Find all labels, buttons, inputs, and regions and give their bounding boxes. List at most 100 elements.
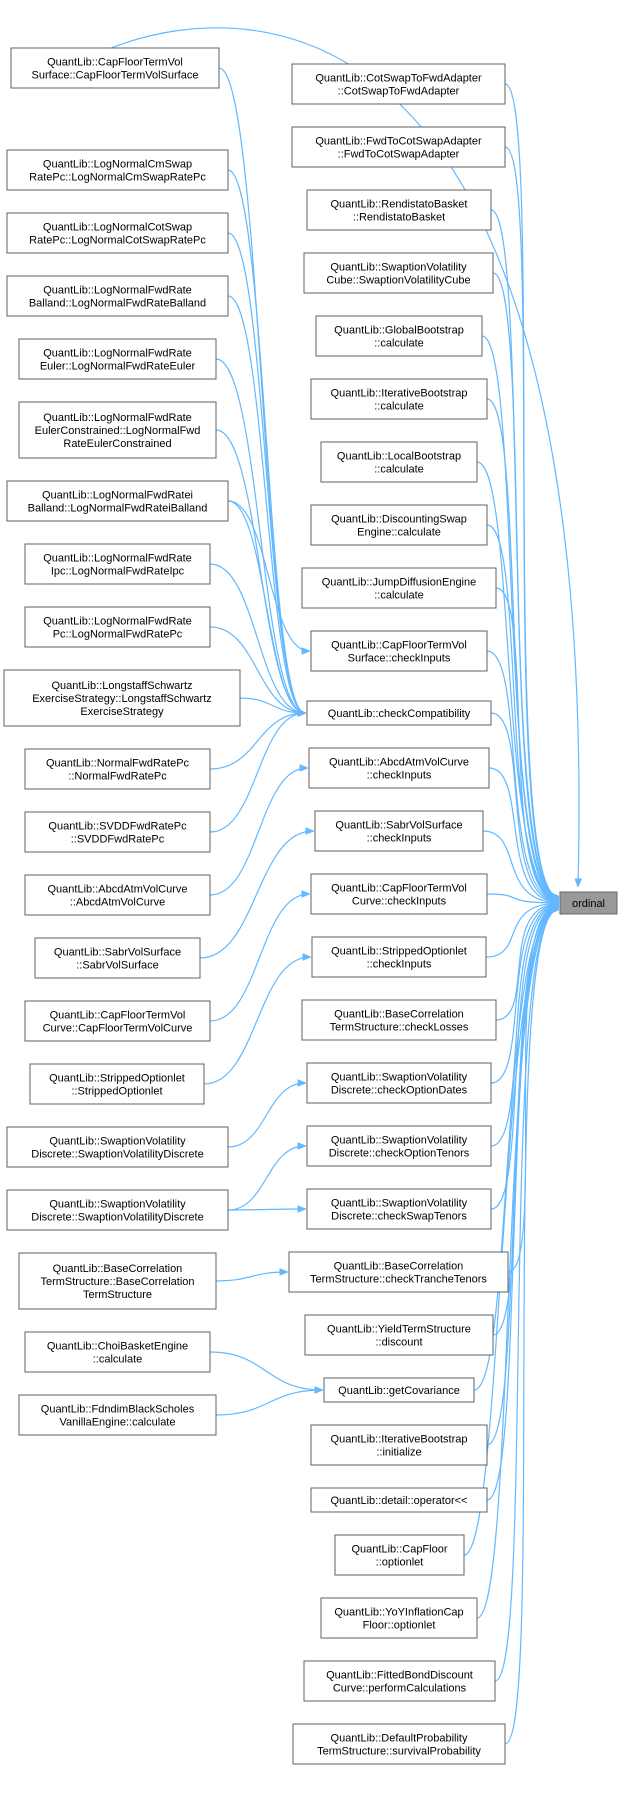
node-iterboot_init[interactable]: QuantLib::IterativeBootstrap::initialize — [310, 1424, 488, 1466]
node-bcts_losses[interactable]: QuantLib::BaseCorrelationTermStructure::… — [301, 999, 497, 1041]
node-svd_optdates[interactable]: QuantLib::SwaptionVolatilityDiscrete::ch… — [306, 1062, 492, 1104]
node-lnfwd_iballand[interactable]: QuantLib::LogNormalFwdRateiBalland::LogN… — [6, 480, 229, 522]
node-box — [34, 937, 201, 979]
node-label-line: Discrete::checkOptionDates — [331, 1085, 468, 1097]
node-label-line: RatePc::LogNormalCotSwapRatePc — [29, 235, 206, 247]
node-label-line: QuantLib::StrippedOptionlet — [331, 946, 467, 958]
node-label-line: Curve::CapFloorTermVolCurve — [43, 1023, 193, 1035]
node-stripped_ctor[interactable]: QuantLib::StrippedOptionlet::StrippedOpt… — [29, 1063, 205, 1105]
node-box — [310, 1424, 488, 1466]
node-label-line: Curve::checkInputs — [352, 896, 447, 908]
node-abcd_ctor[interactable]: QuantLib::AbcdAtmVolCurve::AbcdAtmVolCur… — [24, 874, 211, 916]
node-label-line: ::calculate — [374, 401, 424, 413]
node-abcd_check[interactable]: QuantLib::AbcdAtmVolCurve::checkInputs — [308, 747, 490, 789]
node-svd_ctor2[interactable]: QuantLib::SwaptionVolatilityDiscrete::Sw… — [6, 1189, 229, 1231]
node-cfcurve_check[interactable]: QuantLib::CapFloorTermVolCurve::checkInp… — [310, 873, 488, 915]
node-box — [24, 606, 211, 648]
edge-bcts_losses-to-ordinal — [495, 904, 558, 1021]
node-cf_surface_ctor[interactable]: QuantLib::CapFloorTermVolSurface::CapFlo… — [10, 47, 220, 89]
node-svd_opttenors[interactable]: QuantLib::SwaptionVolatilityDiscrete::ch… — [306, 1125, 492, 1167]
node-stripped_check[interactable]: QuantLib::StrippedOptionlet::checkInputs — [311, 936, 487, 978]
node-defprob[interactable]: QuantLib::DefaultProbabilityTermStructur… — [292, 1723, 506, 1765]
node-label-line: QuantLib::LocalBootstrap — [337, 451, 461, 463]
node-cotswap[interactable]: QuantLib::CotSwapToFwdAdapter::CotSwapTo… — [291, 63, 506, 105]
node-lncm[interactable]: QuantLib::LogNormalCmSwapRatePc::LogNorm… — [6, 149, 229, 191]
node-box — [6, 275, 229, 317]
edge-sabr_ctor-to-sabr_check — [199, 831, 313, 959]
edge-lncot-to-checkcompat — [227, 232, 305, 713]
node-lnfwd_balland[interactable]: QuantLib::LogNormalFwdRateBalland::LogNo… — [6, 275, 229, 317]
node-svd_ctor1[interactable]: QuantLib::SwaptionVolatilityDiscrete::Sw… — [6, 1126, 229, 1168]
node-jumpdiff[interactable]: QuantLib::JumpDiffusionEngine::calculate — [301, 567, 497, 609]
node-label-line: ordinal — [572, 898, 605, 910]
node-label-line: ExerciseStrategy::LongstaffSchwartz — [32, 693, 212, 705]
node-lnfwd_euler_c[interactable]: QuantLib::LogNormalFwdRateEulerConstrain… — [18, 401, 217, 459]
node-lnfwd_euler[interactable]: QuantLib::LogNormalFwdRateEuler::LogNorm… — [18, 338, 217, 380]
node-label-line: VanillaEngine::calculate — [60, 1417, 176, 1429]
node-box — [320, 441, 478, 483]
node-label-line: ::AbcdAtmVolCurve — [70, 897, 165, 909]
node-longstaff[interactable]: QuantLib::LongstaffSchwartzExerciseStrat… — [3, 669, 241, 727]
node-box — [24, 874, 211, 916]
node-cfcurve_ctor[interactable]: QuantLib::CapFloorTermVolCurve::CapFloor… — [24, 1000, 211, 1042]
node-label-line: QuantLib::LogNormalCmSwap — [43, 159, 192, 171]
node-bcts_ctor[interactable]: QuantLib::BaseCorrelationTermStructure::… — [18, 1252, 217, 1310]
edge-capfloor_optionlet-to-ordinal — [463, 908, 558, 1556]
node-label-line: QuantLib::LogNormalFwdRate — [43, 412, 192, 424]
edge-iterboot-to-ordinal — [486, 398, 558, 899]
node-swcube[interactable]: QuantLib::SwaptionVolatilityCube::Swapti… — [303, 252, 494, 294]
node-discswap[interactable]: QuantLib::DiscountingSwapEngine::calcula… — [310, 504, 488, 546]
edge-svd_ctor2-to-svd_swaptenors — [227, 1209, 305, 1210]
node-box — [323, 1377, 475, 1403]
node-cf_surface_check[interactable]: QuantLib::CapFloorTermVolSurface::checkI… — [310, 630, 488, 672]
node-box — [306, 1125, 492, 1167]
node-label-line: ::calculate — [374, 590, 424, 602]
node-getcov[interactable]: QuantLib::getCovariance — [323, 1377, 475, 1403]
node-box — [308, 747, 490, 789]
edge-cfcurve_ctor-to-cfcurve_check — [209, 894, 309, 1022]
node-yts_discount[interactable]: QuantLib::YieldTermStructure::discount — [304, 1314, 494, 1356]
node-label-line: QuantLib::SVDDFwdRatePc — [48, 821, 187, 833]
node-box — [18, 338, 217, 380]
edge-stripped_check-to-ordinal — [485, 903, 558, 958]
node-rendistato[interactable]: QuantLib::RendistatoBasket::RendistatoBa… — [306, 189, 492, 231]
node-lnfwd_ipc[interactable]: QuantLib::LogNormalFwdRateIpc::LogNormal… — [24, 543, 211, 585]
node-label-line: Floor::optionlet — [363, 1620, 436, 1632]
node-label-line: QuantLib::AbcdAtmVolCurve — [47, 884, 187, 896]
node-box — [6, 1126, 229, 1168]
node-label-line: ::NormalFwdRatePc — [68, 771, 167, 783]
node-label-line: ::SabrVolSurface — [76, 960, 159, 972]
node-checkcompat[interactable]: QuantLib::checkCompatibility — [306, 700, 492, 726]
node-label-line: QuantLib::LogNormalCotSwap — [43, 222, 192, 234]
node-yoy_optionlet[interactable]: QuantLib::YoYInflationCapFloor::optionle… — [320, 1597, 478, 1639]
node-localboot[interactable]: QuantLib::LocalBootstrap::calculate — [320, 441, 478, 483]
node-globalboot[interactable]: QuantLib::GlobalBootstrap::calculate — [315, 315, 483, 357]
nodes-layer: QuantLib::CapFloorTermVolSurface::CapFlo… — [3, 47, 618, 1765]
node-sabr_check[interactable]: QuantLib::SabrVolSurface::checkInputs — [314, 810, 484, 852]
node-capfloor_optionlet[interactable]: QuantLib::CapFloor::optionlet — [334, 1534, 465, 1576]
node-sabr_ctor[interactable]: QuantLib::SabrVolSurface::SabrVolSurface — [34, 937, 201, 979]
node-ordinal[interactable]: ordinal — [559, 891, 618, 915]
node-label-line: ::RendistatoBasket — [353, 212, 445, 224]
node-lnfwd_pc[interactable]: QuantLib::LogNormalFwdRatePc::LogNormalF… — [24, 606, 211, 648]
node-fdndim[interactable]: QuantLib::FdndimBlackScholesVanillaEngin… — [18, 1394, 217, 1436]
node-box — [6, 480, 229, 522]
node-label-line: QuantLib::ChoiBasketEngine — [47, 1341, 188, 1353]
node-detail_op[interactable]: QuantLib::detail::operator<< — [310, 1487, 488, 1513]
node-svd_swaptenors[interactable]: QuantLib::SwaptionVolatilityDiscrete::ch… — [306, 1188, 492, 1230]
node-svddf[interactable]: QuantLib::SVDDFwdRatePc::SVDDFwdRatePc — [24, 811, 211, 853]
node-normalfwd[interactable]: QuantLib::NormalFwdRatePc::NormalFwdRate… — [24, 748, 211, 790]
edge-stripped_ctor-to-stripped_check — [203, 957, 310, 1085]
node-box — [301, 567, 497, 609]
edge-cfcurve_check-to-ordinal — [486, 893, 558, 903]
node-bcts_tranche[interactable]: QuantLib::BaseCorrelationTermStructure::… — [288, 1251, 509, 1293]
edge-lnfwd_iballand-to-cf_surface_check — [227, 500, 309, 651]
node-label-line: Surface::CapFloorTermVolSurface — [32, 70, 199, 82]
node-label-line: TermStructure::BaseCorrelation — [40, 1276, 194, 1288]
node-lncot[interactable]: QuantLib::LogNormalCotSwapRatePc::LogNor… — [6, 212, 229, 254]
node-choi[interactable]: QuantLib::ChoiBasketEngine::calculate — [24, 1331, 211, 1373]
node-fwdtocot[interactable]: QuantLib::FwdToCotSwapAdapter::FwdToCotS… — [291, 126, 506, 168]
node-iterboot[interactable]: QuantLib::IterativeBootstrap::calculate — [310, 378, 488, 420]
node-fitted[interactable]: QuantLib::FittedBondDiscountCurve::perfo… — [303, 1660, 496, 1702]
node-label-line: QuantLib::RendistatoBasket — [331, 199, 468, 211]
